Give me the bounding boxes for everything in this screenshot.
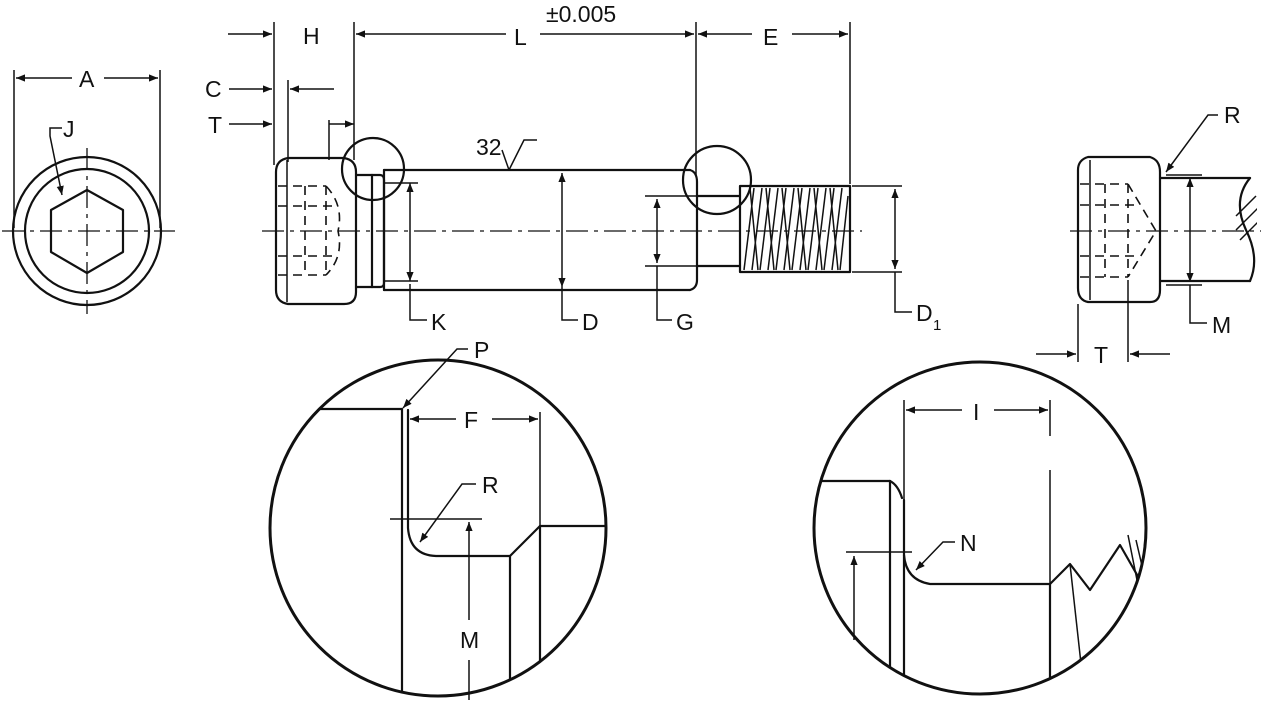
- detail-i-profile: [902, 498, 1146, 592]
- screw-head: [274, 156, 358, 306]
- detail-i-circle: [812, 360, 1148, 696]
- label-f: F: [464, 407, 478, 433]
- label-e: E: [763, 24, 778, 50]
- label-finish: 32: [476, 134, 502, 160]
- label-l: L: [514, 24, 527, 50]
- label-r-detail: R: [482, 472, 499, 498]
- label-k: K: [431, 309, 447, 335]
- label-a: A: [79, 66, 95, 92]
- partial-head: [1076, 155, 1162, 304]
- break-line: [1238, 176, 1256, 283]
- label-t-right: T: [1094, 342, 1108, 368]
- label-t-left: T: [208, 112, 222, 138]
- label-n: N: [960, 530, 977, 556]
- label-g: G: [676, 309, 694, 335]
- end-view: A J: [2, 66, 175, 314]
- detail-p-profile: [406, 408, 606, 558]
- label-d1-sub: 1: [933, 317, 941, 334]
- detail-circle-i: [681, 144, 753, 216]
- thread-body: [738, 184, 852, 274]
- side-view: H L ±0.005 E C T 32 K D: [205, 1, 941, 335]
- label-i: I: [973, 399, 979, 425]
- label-r-right: R: [1224, 102, 1241, 128]
- detail-circle-p: [340, 136, 406, 202]
- label-d: D: [582, 309, 599, 335]
- label-c: C: [205, 76, 222, 102]
- thread-lines: [743, 187, 849, 271]
- partial-side-view: R M T: [1036, 102, 1261, 368]
- label-j: J: [63, 116, 75, 142]
- label-d1: D: [916, 300, 933, 326]
- label-tolerance: ±0.005: [546, 1, 616, 27]
- detail-p-circle: [268, 358, 608, 698]
- detail-view-p: P F R M: [268, 337, 608, 700]
- label-h: H: [303, 23, 320, 49]
- detail-view-i: I N: [812, 360, 1148, 696]
- label-m-detail: M: [460, 627, 479, 653]
- label-p: P: [474, 337, 489, 363]
- label-m-right: M: [1212, 312, 1231, 338]
